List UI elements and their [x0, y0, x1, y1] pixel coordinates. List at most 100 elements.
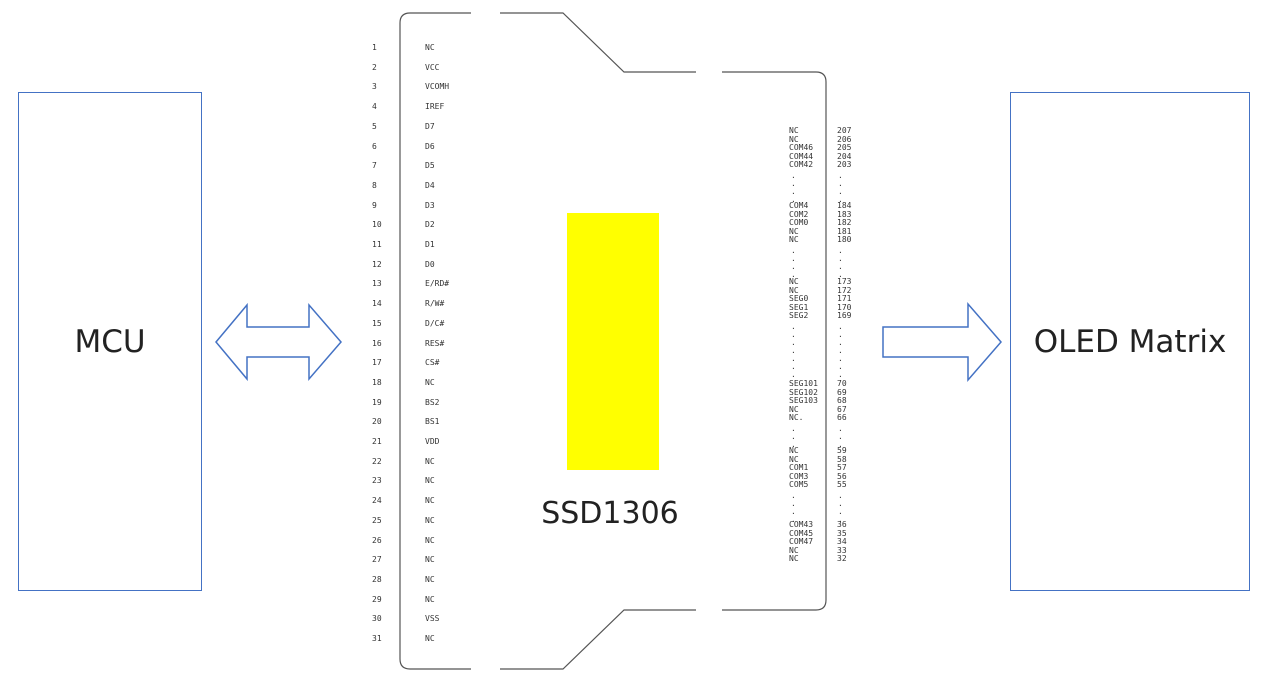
right-pin-name: COM46	[789, 143, 814, 152]
right-pin-number: 56	[837, 472, 847, 481]
ellipsis-dot: .	[791, 322, 796, 331]
left-pin-number: 23	[372, 476, 382, 485]
left-pin-name: VDD	[425, 437, 440, 446]
mcu-label: MCU	[74, 323, 146, 360]
right-pin-name: NC	[789, 286, 799, 295]
right-pin-name: NC	[789, 135, 799, 144]
right-pin-name: COM45	[789, 529, 814, 538]
right-pin-name: NC.	[789, 413, 804, 422]
right-pin-name: COM3	[789, 472, 809, 481]
ellipsis-dot: .	[791, 346, 796, 355]
ellipsis-dot: .	[838, 179, 843, 188]
left-pin-number: 8	[372, 181, 377, 190]
left-pin-name: E/RD#	[425, 279, 450, 288]
right-pin-name: COM42	[789, 160, 814, 169]
left-pin-name: BS1	[425, 417, 440, 426]
left-pin-name: D0	[425, 260, 435, 269]
left-pin-name: D1	[425, 240, 435, 249]
left-pin-number: 19	[372, 398, 382, 407]
right-pin-number: 184	[837, 201, 852, 210]
right-pin-number: 204	[837, 152, 852, 161]
left-pin-name: NC	[425, 536, 435, 545]
left-pin-number: 11	[372, 240, 382, 249]
ellipsis-dot: .	[791, 254, 796, 263]
right-pin-name: NC	[789, 446, 799, 455]
right-pin-name: SEG103	[789, 396, 818, 405]
right-pin-number: 68	[837, 396, 847, 405]
ellipsis-dot: .	[791, 171, 796, 180]
ellipsis-dot: .	[791, 270, 796, 279]
ellipsis-dot: .	[838, 346, 843, 355]
right-pin-number: 34	[837, 537, 847, 546]
ellipsis-dot: .	[838, 322, 843, 331]
left-pin-name: NC	[425, 457, 435, 466]
right-pin-name: COM44	[789, 152, 814, 161]
right-pin-name: COM47	[789, 537, 814, 546]
ellipsis-dot: .	[838, 507, 843, 516]
ellipsis-dot: .	[791, 507, 796, 516]
left-pin-name: CS#	[425, 358, 440, 367]
chip-label: SSD1306	[541, 496, 679, 531]
chip-highlight	[567, 213, 659, 470]
left-pin-name: NC	[425, 555, 435, 564]
ellipsis-dot: .	[791, 424, 796, 433]
left-pin-number: 16	[372, 339, 382, 348]
ellipsis-dot: .	[838, 440, 843, 449]
right-pin-number: 66	[837, 413, 847, 422]
right-pin-number: 203	[837, 160, 852, 169]
left-pin-number: 7	[372, 161, 377, 170]
left-pin-name: D6	[425, 142, 435, 151]
right-pin-number: 59	[837, 446, 847, 455]
right-pin-name: COM2	[789, 210, 809, 219]
right-pin-number: 182	[837, 218, 852, 227]
left-pin-number: 4	[372, 102, 377, 111]
ellipsis-dot: .	[791, 491, 796, 500]
right-pin-name: NC	[789, 554, 799, 563]
left-pin-name: R/W#	[425, 299, 445, 308]
right-pin-name: NC	[789, 405, 799, 414]
left-pin-number: 24	[372, 496, 382, 505]
oled-label: OLED Matrix	[1033, 323, 1227, 360]
ellipsis-dot: .	[838, 262, 843, 271]
left-pin-number: 5	[372, 122, 377, 131]
right-pin-number: 169	[837, 311, 852, 320]
left-pin-number: 18	[372, 378, 382, 387]
right-pin-name: COM1	[789, 463, 809, 472]
right-pin-name: NC	[789, 235, 799, 244]
left-pin-number: 21	[372, 437, 382, 446]
left-pin-name: D2	[425, 220, 435, 229]
left-pin-name: NC	[425, 516, 435, 525]
left-pin-name: NC	[425, 378, 435, 387]
bidirectional-arrow	[215, 302, 342, 382]
right-pin-number: 205	[837, 143, 852, 152]
ellipsis-dot: .	[791, 262, 796, 271]
right-pin-number: 170	[837, 303, 852, 312]
left-pin-number: 3	[372, 82, 377, 91]
ellipsis-dot: .	[791, 499, 796, 508]
left-pin-name: NC	[425, 496, 435, 505]
right-pin-number: 70	[837, 379, 847, 388]
ellipsis-dot: .	[838, 270, 843, 279]
right-pin-name: COM5	[789, 480, 809, 489]
ellipsis-dot: .	[838, 330, 843, 339]
oled-matrix-block: OLED Matrix	[1010, 92, 1250, 591]
ellipsis-dot: .	[791, 515, 796, 524]
left-pin-number: 25	[372, 516, 382, 525]
left-pin-number: 31	[372, 634, 382, 643]
ellipsis-dot: .	[838, 338, 843, 347]
left-pin-name: VSS	[425, 614, 440, 623]
right-pin-name: COM0	[789, 218, 809, 227]
right-pin-name: SEG101	[789, 379, 818, 388]
left-pin-name: NC	[425, 575, 435, 584]
ellipsis-dot: .	[791, 370, 796, 379]
ellipsis-dot: .	[838, 424, 843, 433]
left-pin-name: D5	[425, 161, 435, 170]
left-pin-number: 6	[372, 142, 377, 151]
right-pin-number: 36	[837, 520, 847, 529]
left-pin-number: 29	[372, 595, 382, 604]
right-pin-number: 57	[837, 463, 847, 472]
right-pin-name: COM43	[789, 520, 814, 529]
ellipsis-dot: .	[838, 246, 843, 255]
right-pin-number: 171	[837, 294, 852, 303]
right-pin-name: NC	[789, 126, 799, 135]
